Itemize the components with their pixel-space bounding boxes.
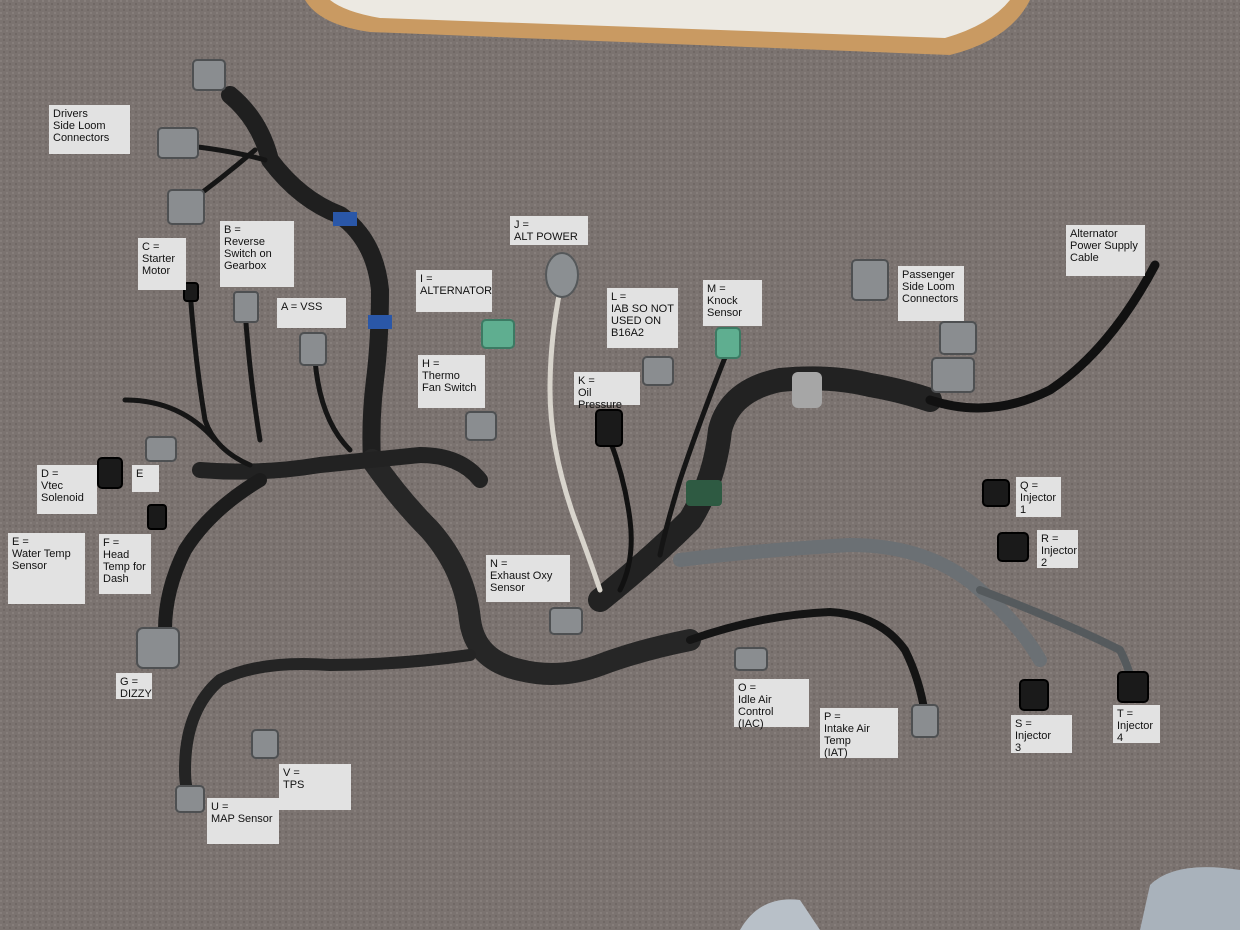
connector-iab: [642, 356, 674, 386]
thin-lead-knock: [657, 347, 731, 558]
grommet: [792, 372, 822, 408]
label-alternator-cable: Alternator Power Supply Cable: [1066, 225, 1145, 276]
label-iac: O = Idle Air Control (IAC): [734, 679, 809, 730]
thin-lead-reverse: [242, 307, 263, 443]
label-tps: V = TPS: [279, 764, 351, 810]
label-e-small: E: [132, 465, 159, 492]
label-exhaust-oxy: N = Exhaust Oxy Sensor: [486, 555, 570, 602]
connector-starter: [183, 282, 199, 302]
label-head-temp: F = Head Temp for Dash: [99, 534, 151, 594]
label-passenger-side: Passenger Side Loom Connectors: [898, 266, 964, 321]
loom-lower-left: [179, 649, 476, 801]
connector-knock: [715, 327, 741, 359]
connector-thermo: [465, 411, 497, 441]
label-map-sensor: U = MAP Sensor: [207, 798, 279, 844]
connector-oil-pressure: [595, 409, 623, 447]
connector-passenger-3: [931, 357, 975, 393]
loom-dizzy: [158, 473, 267, 637]
loom-main-trunk: [361, 449, 701, 685]
alt-power-lead: [547, 287, 603, 593]
thin-lead-starter: [187, 287, 253, 468]
foot-left: [740, 899, 820, 930]
connector-oxy: [549, 607, 583, 635]
label-injector-4: T = Injector 4: [1113, 705, 1160, 744]
tape-blue-2: [368, 315, 392, 329]
loom-iat: [686, 608, 929, 719]
label-reverse-switch: B = Reverse Switch on Gearbox: [220, 221, 294, 287]
label-injector-1: Q = Injector 1: [1016, 477, 1061, 517]
connector-alternator: [481, 319, 515, 349]
connector-vtec: [97, 457, 123, 489]
label-injector-3: S = Injector 3: [1011, 715, 1072, 754]
connector-injector-2: [997, 532, 1029, 562]
thin-lead-vss: [312, 357, 353, 453]
thin-lead-vtec: [122, 397, 218, 443]
clip-green: [686, 480, 722, 506]
connector-iac: [734, 647, 768, 671]
connector-drivers-2: [157, 127, 199, 159]
label-water-temp: E = Water Temp Sensor: [8, 533, 85, 604]
label-thermo-fan: H = Thermo Fan Switch: [418, 355, 485, 408]
connector-alt-power: [545, 252, 579, 298]
label-alt-power: J = ALT POWER: [510, 216, 588, 245]
label-iab: L = IAB SO NOT USED ON B16A2: [607, 288, 678, 348]
loom-drivers-side: [221, 86, 389, 469]
connector-drivers-3: [167, 189, 205, 225]
connector-dizzy: [136, 627, 180, 669]
label-knock-sensor: M = Knock Sensor: [703, 280, 762, 326]
label-drivers-side: Drivers Side Loom Connectors: [49, 105, 130, 154]
loom-cross: [192, 447, 488, 488]
label-iat: P = Intake Air Temp (IAT): [820, 708, 898, 759]
connector-iat: [911, 704, 939, 738]
furniture-panel: [330, 0, 1010, 38]
oil-pressure-lead: [607, 437, 634, 593]
connector-passenger-2: [939, 321, 977, 355]
loom-injectors: [673, 538, 1047, 667]
connector-vss: [299, 332, 327, 366]
connector-injector-1: [982, 479, 1010, 507]
label-vss: A = VSS: [277, 298, 346, 328]
connector-passenger-1: [851, 259, 889, 301]
connector-injector-3: [1019, 679, 1049, 711]
alternator-cable: [925, 260, 1160, 413]
label-dizzy: G = DIZZY: [116, 673, 152, 700]
tape-blue-1: [333, 212, 357, 226]
connector-tps: [251, 729, 279, 759]
connector-drivers-1: [192, 59, 226, 91]
connector-water-temp: [147, 504, 167, 530]
loom-passenger: [588, 366, 942, 612]
connector-injector-4: [1117, 671, 1149, 703]
label-alternator: I = ALTERNATOR: [416, 270, 492, 312]
label-vtec-solenoid: D = Vtec Solenoid: [37, 465, 97, 514]
connector-map: [175, 785, 205, 813]
label-starter-motor: C = Starter Motor: [138, 238, 186, 290]
foot-right: [1140, 867, 1240, 930]
connector-head-temp: [145, 436, 177, 462]
connector-reverse: [233, 291, 259, 323]
label-oil-pressure: K = Oil Pressure: [574, 372, 640, 411]
label-injector-2: R = Injector 2: [1037, 530, 1078, 569]
